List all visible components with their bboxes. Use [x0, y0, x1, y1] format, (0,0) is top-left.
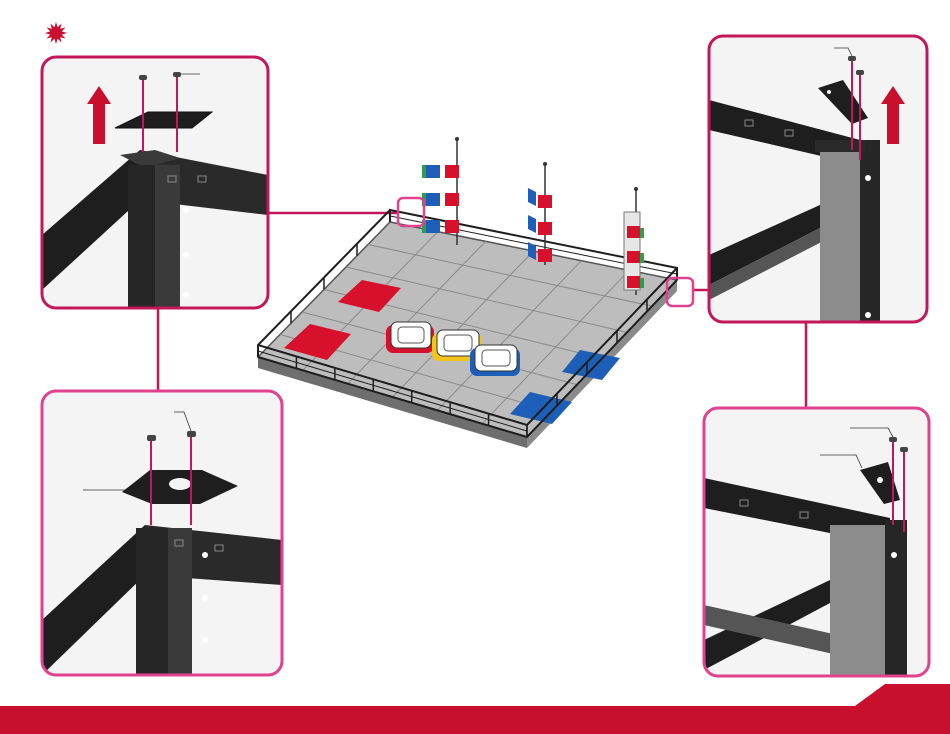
flag-tower-left [422, 137, 459, 245]
callout-top-left [42, 57, 268, 315]
flag-tower-right [624, 187, 644, 295]
callout-bottom-left [42, 391, 282, 678]
goal-blue [470, 345, 520, 376]
field-overview [258, 137, 677, 448]
footer-bar [0, 684, 950, 734]
starburst-icon [45, 22, 67, 44]
goal-red [386, 322, 434, 353]
callout-bottom-right [704, 408, 929, 680]
flag-tower-center [528, 162, 552, 265]
callout-top-right [709, 36, 927, 330]
